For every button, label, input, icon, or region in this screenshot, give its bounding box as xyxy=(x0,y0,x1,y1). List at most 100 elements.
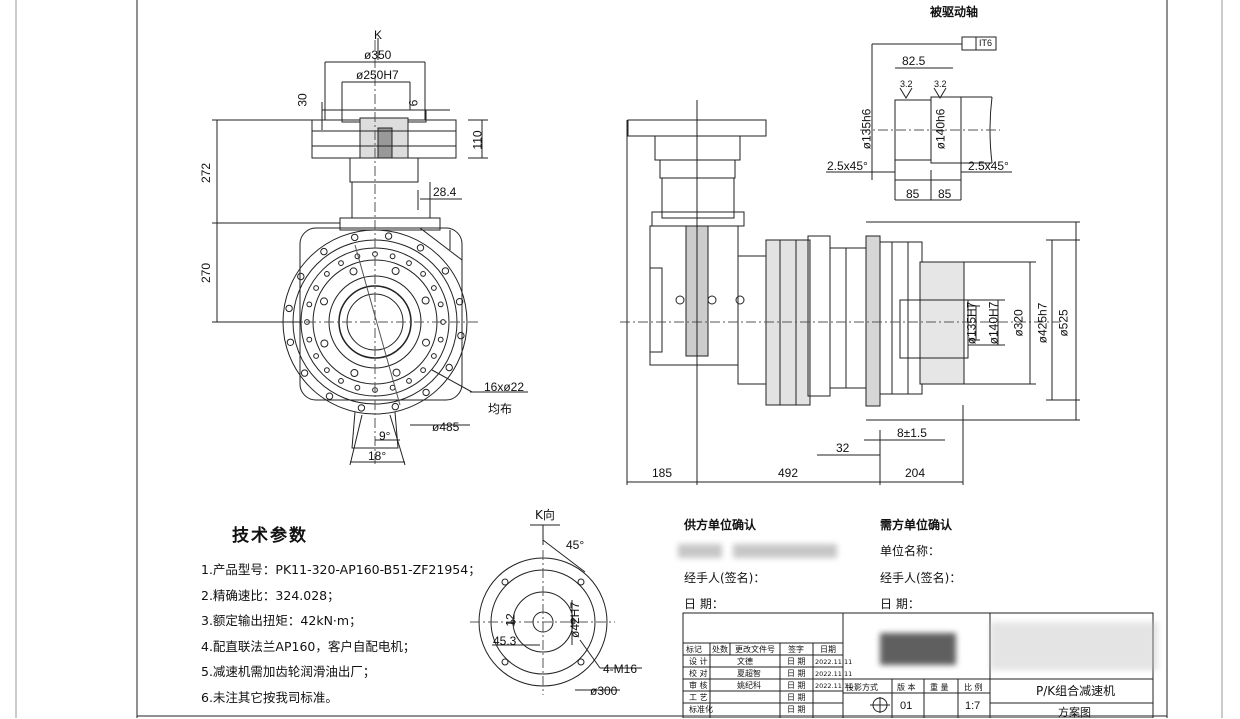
k-45-3: 45.3 xyxy=(493,634,517,648)
tb-hdr-count: 处数 xyxy=(712,645,728,654)
dim-492: 492 xyxy=(778,466,799,480)
tech-param-item: 3.额定输出扭矩：42kN·m； xyxy=(201,613,362,628)
bolt-hole xyxy=(286,338,295,346)
dim-d140h7: ø140H7 xyxy=(986,301,1001,345)
tb-row-date-label: 日 期 xyxy=(787,669,806,678)
tb-row-date: 2022.11.11 xyxy=(815,682,853,690)
shaft-detail xyxy=(826,36,1012,201)
buyer-unit: 单位名称： xyxy=(880,544,941,558)
mid-bolt xyxy=(349,267,358,276)
bolt-hole xyxy=(357,404,366,412)
dim-270: 270 xyxy=(199,262,214,284)
dim-185: 185 xyxy=(652,466,673,480)
dim-d425h7: ø425h7 xyxy=(1035,302,1050,344)
tb-scale: 1:7 xyxy=(965,700,981,712)
bolt-hole xyxy=(384,232,393,240)
shaft-rough-1: 3.2 xyxy=(900,79,913,89)
tb-version: 01 xyxy=(900,700,913,712)
inner-bolt xyxy=(437,336,444,343)
dim-d135h7: ø135H7 xyxy=(964,301,979,345)
tb-row-role: 设 计 xyxy=(689,657,708,666)
shaft-85-a: 85 xyxy=(906,187,920,201)
bolt-hole xyxy=(351,233,359,242)
mid-bolt xyxy=(320,339,329,348)
bolt-hole xyxy=(325,392,334,400)
buyer-date: 日 期： xyxy=(880,597,920,611)
tb-version-label: 版 本 xyxy=(897,683,916,692)
supplier-date: 日 期： xyxy=(684,597,724,611)
tb-doc-type: 方案图 xyxy=(1058,706,1091,719)
inner-bolt xyxy=(324,367,330,374)
bolt-hole xyxy=(445,363,453,372)
dim-holes-note: 均布 xyxy=(488,402,513,416)
inner-bolt xyxy=(313,285,320,291)
dim-18deg: 18° xyxy=(368,449,387,463)
bolt-hole xyxy=(285,304,293,313)
dim-204: 204 xyxy=(905,466,926,480)
mid-bolt xyxy=(350,369,359,377)
inner-bolt xyxy=(420,367,427,374)
title-block-lines xyxy=(682,612,1154,718)
tb-scale-label: 比 例 xyxy=(964,683,983,692)
tb-row-date: 2022.11.11 xyxy=(815,670,853,678)
front-bolt-circle xyxy=(285,232,465,412)
mid-bolt xyxy=(391,267,400,275)
tb-hdr-date: 日期 xyxy=(820,645,836,654)
tb-row-role: 校 对 xyxy=(689,669,708,678)
bolt-hole xyxy=(416,244,425,252)
bolt-hole xyxy=(455,298,464,306)
dim-d485: ø485 xyxy=(432,420,460,434)
tb-row-role: 审 核 xyxy=(689,681,708,690)
shaft-tolerance: IT6 xyxy=(979,38,993,48)
k-view xyxy=(470,524,642,695)
shaft-rough-2: 3.2 xyxy=(934,79,947,89)
dim-d525: ø525 xyxy=(1056,309,1071,337)
tb-row-name: 姚纪科 xyxy=(737,681,761,690)
shaft-d140h6: ø140h6 xyxy=(933,108,948,150)
tb-hdr-sign: 签字 xyxy=(788,645,804,654)
tech-param-item: 4.配直联法兰AP160，客户自配电机； xyxy=(201,638,416,654)
shaft-d135h6: ø135h6 xyxy=(859,108,874,150)
tb-hdr-mark: 标记 xyxy=(686,645,702,654)
buyer-title: 需方单位确认 xyxy=(880,518,953,532)
bolt-hole xyxy=(422,388,430,397)
inner-bolt xyxy=(437,301,444,308)
inner-bolt xyxy=(354,384,361,391)
inner-bolt xyxy=(338,260,344,267)
bolt-hole xyxy=(300,369,309,377)
tb-row-role: 工 艺 xyxy=(689,693,708,702)
view-label-k: K xyxy=(374,28,383,42)
buyer-handler: 经手人(签名)： xyxy=(880,571,962,585)
k-d42h7: ø42H7 xyxy=(568,601,583,639)
tb-row-date-label: 日 期 xyxy=(787,693,806,702)
mid-bolt xyxy=(392,368,401,377)
tech-param-item: 5.减速机需加齿轮润滑油出厂； xyxy=(201,664,376,679)
supplier-title: 供方单位确认 xyxy=(684,518,757,532)
tech-param-item: 6.未注其它按我司标准。 xyxy=(201,689,338,705)
bolt-hole xyxy=(320,247,328,256)
redacted-company-name xyxy=(990,622,1158,670)
bolt-hole xyxy=(391,402,399,411)
shaft-title: 被驱动轴 xyxy=(930,5,979,19)
k-view-title: K向 xyxy=(535,508,555,522)
tech-params-heading: 技术参数 xyxy=(232,526,308,546)
dim-32: 32 xyxy=(836,441,850,455)
redacted-supplier-name-2 xyxy=(733,544,837,558)
k-12: 12 xyxy=(503,613,518,627)
dim-d320: ø320 xyxy=(1011,309,1026,337)
dim-28-4: 28.4 xyxy=(433,185,457,199)
tb-row-date: 2022.11.11 xyxy=(815,658,853,666)
inner-bolt xyxy=(431,285,437,291)
dim-d250h7: ø250H7 xyxy=(356,68,399,82)
tb-proj-label: 投影方式 xyxy=(846,683,878,692)
inner-bolt xyxy=(420,271,427,277)
bolt-hole xyxy=(297,272,305,281)
mid-bolt xyxy=(421,296,430,305)
k-m16: 4-M16 xyxy=(603,662,638,676)
dim-9deg: 9° xyxy=(379,429,391,443)
dim-d350: ø350 xyxy=(364,48,392,62)
dim-6: 6 xyxy=(406,99,421,107)
tb-hdr-doc: 更改文件号 xyxy=(735,645,775,654)
inner-bolt xyxy=(389,253,396,260)
